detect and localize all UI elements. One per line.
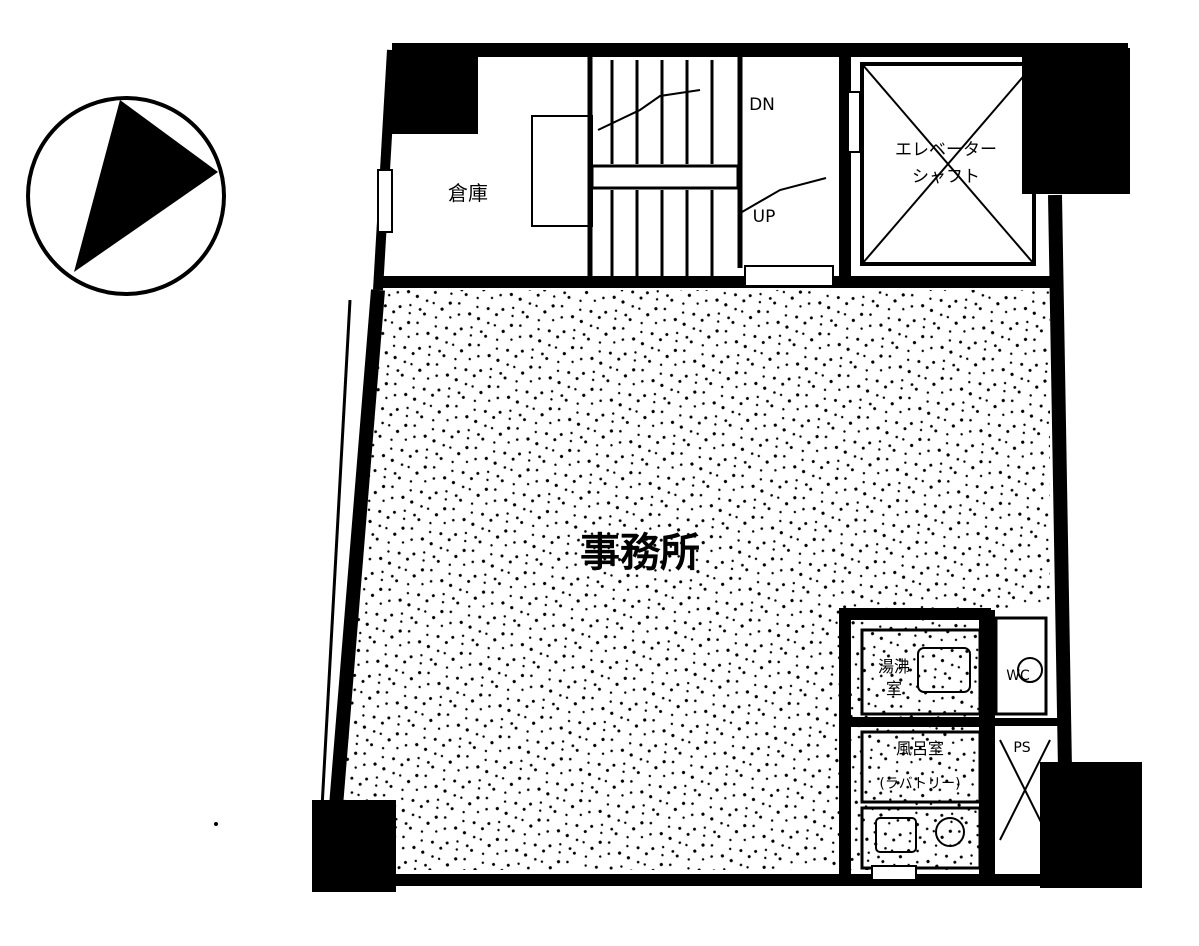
columns — [312, 48, 1142, 892]
elevator-shaft-label-line2: シャフト — [912, 167, 980, 187]
wc-label: WC — [1006, 668, 1030, 684]
elevator-shaft — [847, 62, 1036, 266]
kitchenette-label-line2: 室 — [886, 679, 902, 698]
storage-window — [377, 169, 393, 233]
ps-label: PS — [1013, 740, 1030, 756]
stairs-up-label: UP — [753, 207, 776, 227]
office-label: 事務所 — [580, 530, 700, 576]
stairs-down-label: DN — [749, 95, 775, 115]
washroom-sub-label: (ラバトリー) — [879, 776, 960, 792]
outer-walls — [316, 43, 1128, 886]
north-arrow-icon — [26, 96, 226, 296]
kitchenette-label-line1: 湯沸 — [878, 657, 910, 676]
stray-dot — [214, 822, 218, 826]
storage-label: 倉庫 — [448, 181, 488, 205]
stairs — [531, 60, 834, 287]
wet-core — [839, 608, 1058, 886]
elevator-shaft-label-line1: エレベーター — [895, 140, 997, 160]
washroom-label: 風呂室 — [896, 739, 944, 758]
core-walls — [378, 56, 1060, 288]
